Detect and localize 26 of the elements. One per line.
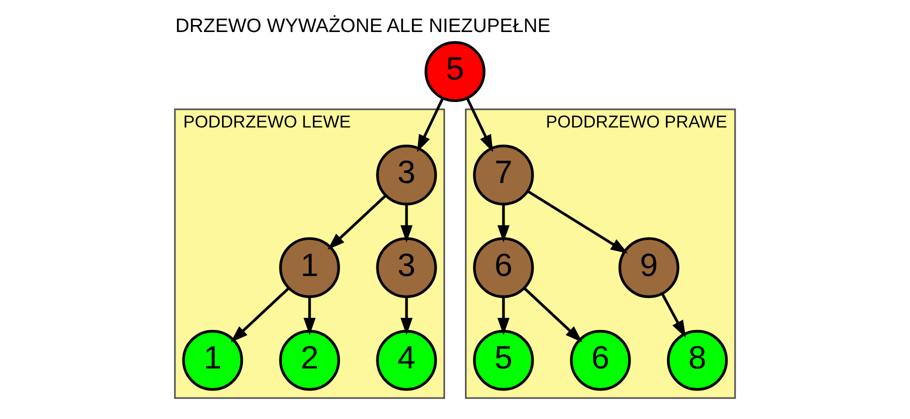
arrow — [400, 204, 413, 243]
arrow — [497, 204, 510, 243]
arrow — [466, 98, 494, 152]
arrow — [328, 194, 386, 250]
node-circle: 2 — [279, 330, 340, 391]
node-circle: 5 — [424, 41, 486, 102]
diagram-title: DRZEWO WYWAŻONE ALE NIEZUPEŁNE — [175, 15, 550, 38]
node-circle: 6 — [473, 237, 534, 298]
node-circle: 1 — [182, 330, 244, 391]
node-circle: 5 — [473, 330, 534, 391]
node-circle: 4 — [376, 330, 437, 391]
arrow — [304, 296, 316, 336]
arrow — [527, 190, 628, 254]
node-circle: 7 — [473, 144, 534, 206]
arrow — [416, 98, 444, 152]
arrow — [497, 296, 510, 336]
arrow — [230, 287, 290, 342]
node-circle: 1 — [279, 237, 340, 298]
node-circle: 9 — [618, 237, 680, 298]
node-circle: 6 — [570, 330, 631, 391]
arrow — [661, 293, 686, 338]
node-circle: 3 — [376, 237, 437, 298]
node-circle: 3 — [376, 144, 437, 206]
arrow — [400, 296, 413, 336]
node-circle: 8 — [666, 330, 728, 391]
arrow — [524, 287, 582, 342]
